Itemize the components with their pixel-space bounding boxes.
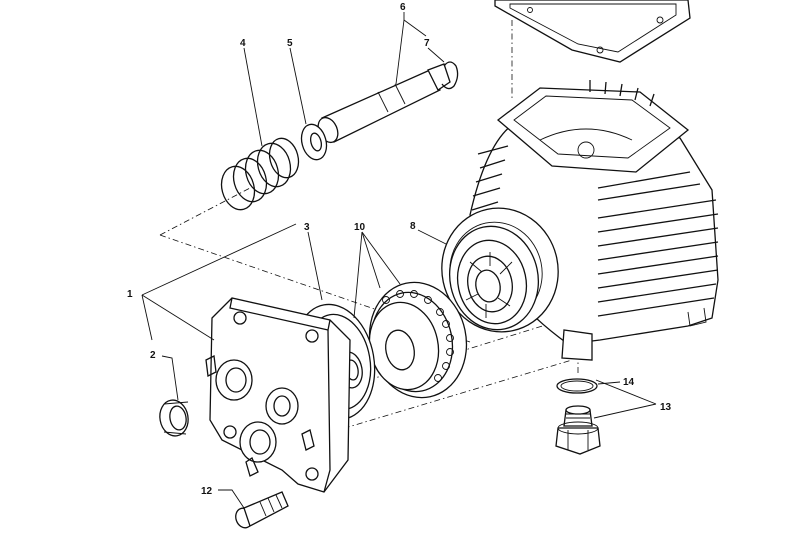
callout-8: 8 [410, 221, 416, 232]
end-plate-1 [205, 297, 351, 493]
callout-10: 10 [354, 222, 366, 233]
plug-2 [159, 399, 189, 437]
gasket-cover [494, 0, 691, 63]
callout-2: 2 [150, 350, 156, 361]
washer-5 [300, 123, 328, 161]
callout-13: 13 [660, 402, 672, 413]
callout-14: 14 [623, 377, 635, 388]
callout-3: 3 [304, 222, 310, 233]
o-ring-14 [556, 378, 598, 394]
circlip-7 [441, 61, 459, 90]
callout-7: 7 [424, 38, 430, 49]
spring-4 [220, 137, 300, 211]
screw-12 [235, 491, 289, 529]
callout-5: 5 [287, 38, 293, 49]
leader-lines [141, 12, 657, 509]
drain-plug-13 [555, 405, 601, 455]
bearing-housing-8 [448, 225, 540, 331]
bearing-assembly-10 [368, 281, 468, 399]
callout-labels: 1 2 3 4 5 6 7 8 10 12 13 14 [127, 2, 672, 497]
callout-4: 4 [240, 38, 246, 49]
callout-6: 6 [400, 2, 406, 13]
callout-12: 12 [201, 486, 213, 497]
callout-1: 1 [127, 289, 133, 300]
shaft-6 [317, 63, 451, 144]
